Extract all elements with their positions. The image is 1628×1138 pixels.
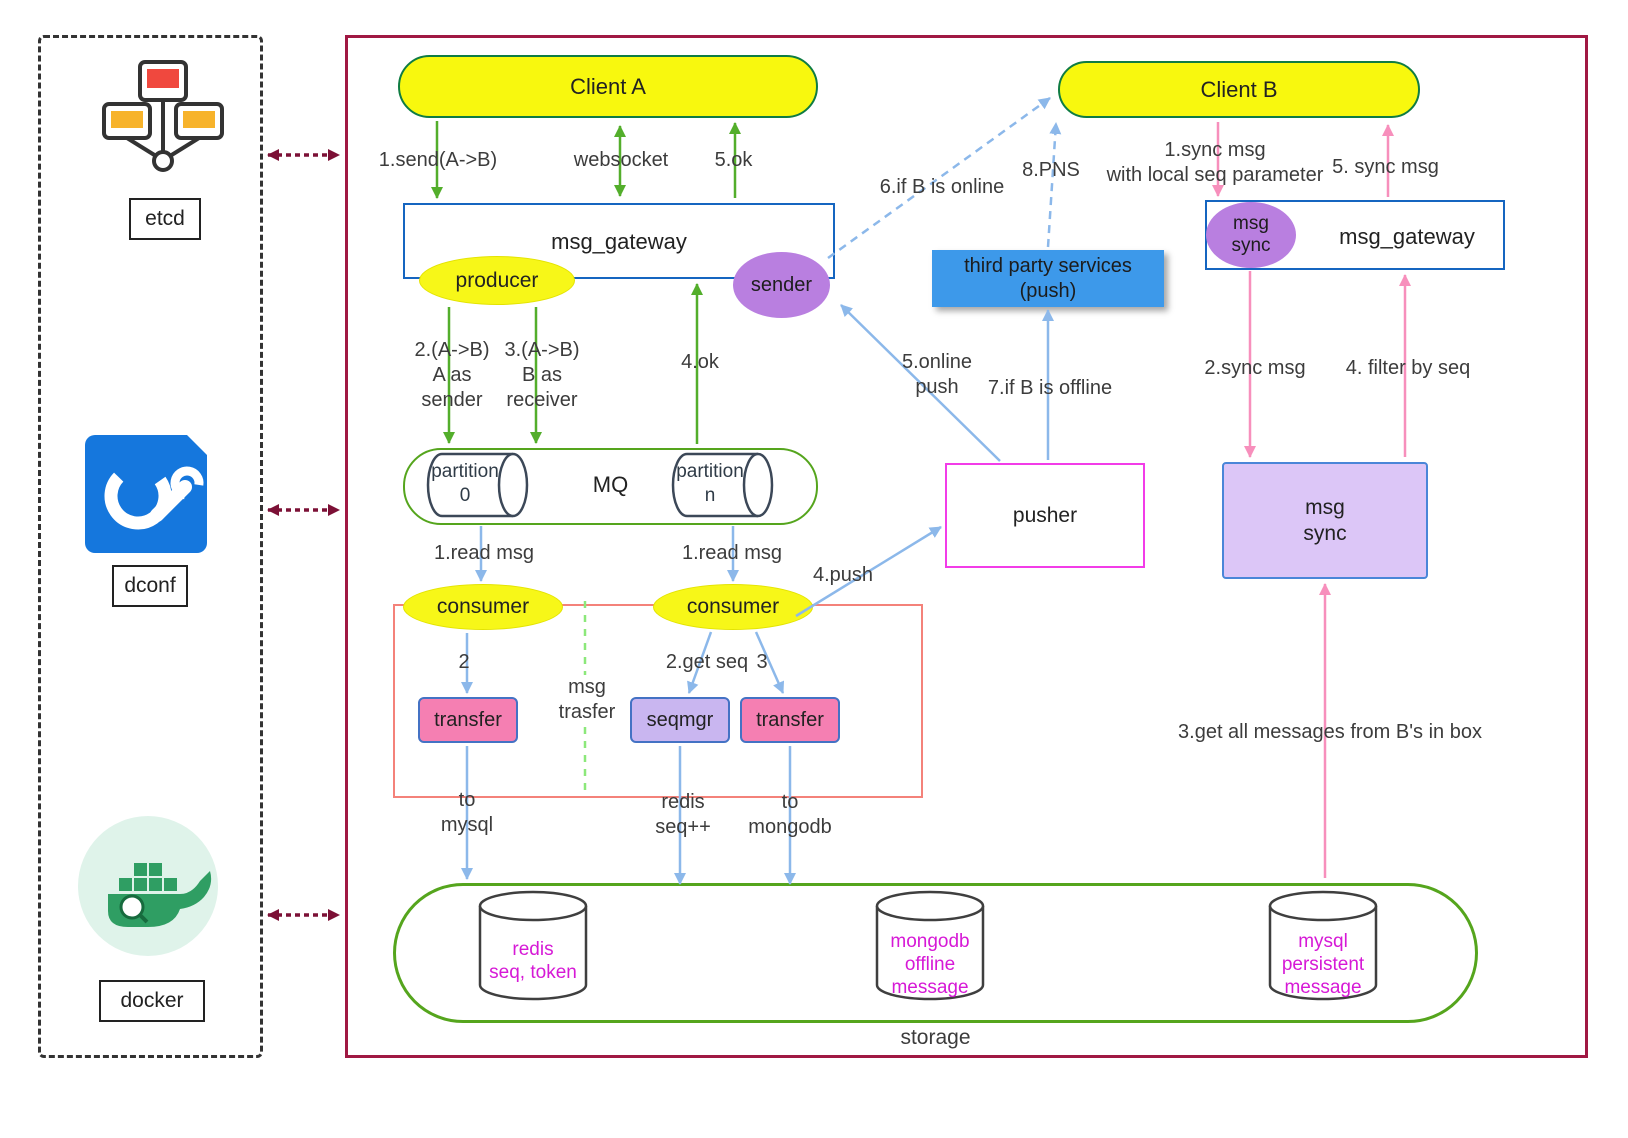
consumer-right-ellipse: consumer xyxy=(653,584,813,630)
label-read-msg-right: 1.read msg xyxy=(681,542,783,564)
third-party-services-label: third party services (push) xyxy=(964,254,1132,302)
mysql-cylinder-label: mysql persistent message xyxy=(1281,931,1365,998)
dconf-wrench-icon xyxy=(85,435,207,553)
label-step-3: 3 xyxy=(756,651,768,673)
dconf-label: dconf xyxy=(112,565,188,607)
mongodb-cylinder xyxy=(875,890,985,1001)
label-redis-seq: redis seq++ xyxy=(655,791,711,838)
label-websocket: websocket xyxy=(573,149,669,171)
transfer-right-label: transfer xyxy=(756,708,824,731)
msg-gateway-left-label: msg_gateway xyxy=(551,229,687,254)
pusher-box: pusher xyxy=(945,463,1145,568)
client-b-node: Client B xyxy=(1058,61,1420,118)
msg-sync-ellipse-label: msg sync xyxy=(1231,213,1271,256)
dconf-label-text: dconf xyxy=(124,574,176,597)
label-5-sync-msg: 5. sync msg xyxy=(1332,156,1439,178)
mongodb-cylinder-label: mongodb offline message xyxy=(890,931,970,998)
docker-label: docker xyxy=(99,980,205,1022)
etcd-label-text: etcd xyxy=(145,207,185,230)
client-a-label: Client A xyxy=(570,73,646,99)
label-7-if-offline: 7.if B is offline xyxy=(987,377,1113,399)
label-msg-trasfer: msg trasfer xyxy=(545,675,629,725)
partition-n-label: partition n xyxy=(676,461,744,506)
msg-sync-box: msg sync xyxy=(1222,462,1428,579)
sender-ellipse: sender xyxy=(733,252,830,318)
sender-label: sender xyxy=(750,273,813,296)
transfer-left-label: transfer xyxy=(434,708,502,731)
third-party-services-box: third party services (push) xyxy=(932,250,1164,307)
msg-sync-ellipse: msg sync xyxy=(1206,202,1296,268)
label-1-sync-msg: 1.sync msg with local seq parameter xyxy=(1106,139,1324,186)
redis-cylinder xyxy=(478,890,588,1001)
label-2-sync-msg: 2.sync msg xyxy=(1204,357,1306,379)
client-a-node: Client A xyxy=(398,55,818,118)
docker-label-text: docker xyxy=(120,989,184,1012)
mq-label-wrap: MQ xyxy=(403,472,818,498)
mysql-cylinder xyxy=(1268,890,1378,1001)
msg-sync-box-label: msg sync xyxy=(1303,495,1347,545)
partition-n-cylinder xyxy=(671,452,774,518)
label-6-if-online: 6.if B is online xyxy=(879,176,1005,198)
sidebar-dashed-panel xyxy=(38,35,263,1058)
mq-label: MQ xyxy=(592,472,629,497)
storage-label-wrap: storage xyxy=(393,1026,1478,1050)
label-5-online-push: 5.online push xyxy=(901,351,973,398)
transfer-right-box: transfer xyxy=(740,697,840,743)
label-step-2: 2 xyxy=(458,651,470,673)
redis-cylinder-label: redis seq, token xyxy=(489,939,577,983)
seqmgr-box: seqmgr xyxy=(630,697,730,743)
label-b-as-receiver: 3.(A->B) B as receiver xyxy=(504,339,580,411)
seqmgr-label: seqmgr xyxy=(646,708,714,731)
partition-0-cylinder xyxy=(426,452,529,518)
storage-label: storage xyxy=(900,1026,971,1049)
producer-ellipse: producer xyxy=(419,256,575,305)
consumer-left-ellipse: consumer xyxy=(403,584,563,630)
label-1-send: 1.send(A->B) xyxy=(378,149,498,171)
label-5-ok: 5.ok xyxy=(714,149,753,171)
label-to-mysql: to mysql xyxy=(440,789,494,836)
consumer-left-label: consumer xyxy=(436,595,530,618)
client-b-label: Client B xyxy=(1200,76,1278,102)
partition-0-label: partition 0 xyxy=(431,461,499,506)
label-a-as-sender: 2.(A->B) A as sender xyxy=(414,339,490,411)
main-architecture-box xyxy=(345,35,1588,1058)
docker-whale-icon xyxy=(78,816,218,956)
label-4-ok: 4.ok xyxy=(681,351,719,373)
label-read-msg-left: 1.read msg xyxy=(433,542,535,564)
msg-gateway-right-label: msg_gateway xyxy=(1339,224,1475,249)
pusher-label: pusher xyxy=(1012,503,1078,527)
label-2-get-seq: 2.get seq xyxy=(665,651,749,673)
label-8-pns: 8.PNS xyxy=(1022,159,1080,181)
producer-label: producer xyxy=(455,268,539,292)
label-to-mongodb: to mongodb xyxy=(748,791,832,838)
transfer-left-box: transfer xyxy=(418,697,518,743)
label-3-get-all: 3.get all messages from B's in box xyxy=(1178,721,1482,743)
label-4-filter-by-seq: 4. filter by seq xyxy=(1345,357,1471,379)
label-4-push: 4.push xyxy=(812,564,874,586)
etcd-label: etcd xyxy=(129,198,201,240)
etcd-cluster-icon xyxy=(102,60,224,172)
consumer-right-label: consumer xyxy=(686,595,780,618)
